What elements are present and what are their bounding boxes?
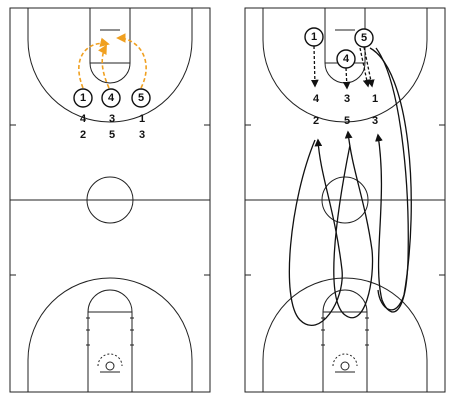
right-player-4: 4	[336, 49, 356, 69]
right-bottom-lane	[322, 311, 368, 393]
right-bottom-hoop	[340, 361, 350, 371]
left-rotation-numbers: 4 2 3 5 1 3	[80, 113, 145, 141]
left-pass-arrow-4	[98, 44, 110, 89]
svg-text:4: 4	[343, 53, 350, 65]
right-bottom-restricted-arc	[332, 353, 358, 367]
svg-text:5: 5	[138, 92, 144, 104]
left-pass-arrow-1	[78, 37, 110, 89]
left-players: 1 4 5	[73, 88, 151, 108]
right-cut-arrow-5b	[359, 47, 371, 88]
left-rotation-col2-row1: 3	[109, 113, 115, 125]
right-player-1: 1	[304, 27, 324, 47]
left-bottom-three-point-arc	[27, 277, 193, 392]
left-rotation-col1-row1: 4	[80, 113, 87, 125]
svg-text:4: 4	[108, 92, 115, 104]
right-bottom-ft-circle	[322, 289, 368, 313]
right-position-numbers: 4 3 1 2 5 3	[313, 93, 378, 127]
right-first-row-right: 1	[372, 93, 378, 105]
left-pass-arrows	[78, 33, 147, 89]
left-bottom-restricted-arc	[97, 353, 123, 367]
left-bottom-lane	[87, 311, 133, 393]
right-first-row-center: 3	[344, 93, 350, 105]
svg-text:5: 5	[361, 32, 367, 44]
right-loop-cut-outer	[369, 47, 412, 311]
left-court	[9, 7, 211, 393]
right-center-circle	[321, 176, 369, 224]
left-top-ft-circle	[89, 62, 131, 84]
right-second-row-right: 3	[372, 115, 378, 127]
right-loop-cuts	[288, 47, 412, 327]
left-bottom-hoop	[105, 361, 115, 371]
right-cut-arrow-1	[310, 45, 319, 88]
left-rotation-col1-row2: 2	[80, 129, 86, 141]
left-rotation-col3-row1: 1	[139, 113, 145, 125]
right-second-row-left: 2	[313, 115, 319, 127]
left-pass-arrow-5	[116, 33, 147, 89]
left-player-4: 4	[101, 88, 121, 108]
right-bottom-three-point-arc	[262, 277, 428, 392]
left-player-5: 5	[131, 88, 151, 108]
right-top-three-point-arc	[262, 8, 428, 123]
right-player-5: 5	[354, 28, 374, 48]
left-center-circle	[86, 176, 134, 224]
left-top-lane	[89, 7, 131, 64]
svg-text:1: 1	[311, 31, 317, 43]
svg-text:1: 1	[80, 92, 86, 104]
right-second-row-center: 5	[344, 115, 350, 127]
left-top-three-point-arc	[27, 8, 193, 123]
left-rotation-col2-row2: 5	[109, 129, 115, 141]
right-first-row-left: 4	[313, 93, 320, 105]
right-cut-arrow-5a	[363, 46, 375, 88]
right-loop-cut-5	[333, 130, 374, 319]
right-loop-cut-3	[375, 47, 409, 313]
right-cut-arrow-4	[342, 67, 351, 90]
right-loop-cut-2	[288, 138, 343, 327]
left-bottom-ft-circle	[87, 289, 133, 313]
right-players: 1 4 5	[304, 27, 374, 69]
left-rotation-col3-row2: 3	[139, 129, 145, 141]
left-player-1: 1	[73, 88, 93, 108]
right-cut-arrows	[310, 45, 375, 90]
